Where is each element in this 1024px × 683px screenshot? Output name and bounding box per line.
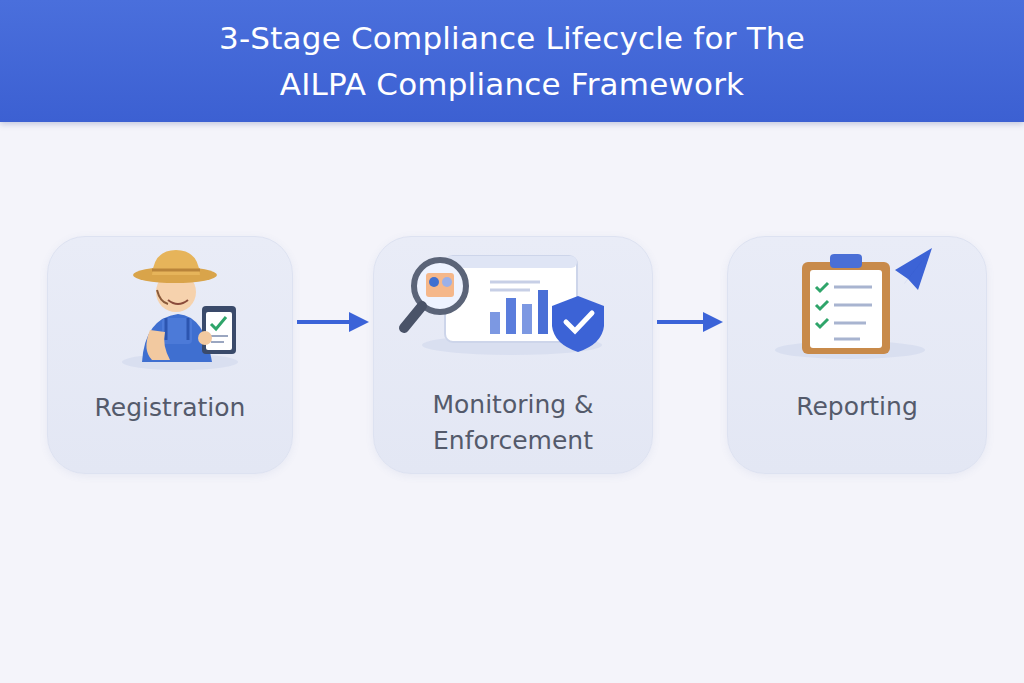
stage-label: Registration [48,390,292,426]
stage-label: Reporting [728,389,986,425]
monitoring-icon [404,256,604,355]
stage-box: Reporting [727,236,987,474]
flow-arrow [297,320,365,324]
farmer-icon [122,250,238,370]
stage-label: Monitoring & Enforcement [374,387,652,459]
stage-box: Registration [47,236,293,474]
stage-box: Monitoring & Enforcement [373,236,653,474]
reporting-icon [775,248,932,359]
title-band: 3-Stage Compliance Lifecycle for The AIL… [0,0,1024,122]
diagram-title: 3-Stage Compliance Lifecycle for The AIL… [192,15,832,107]
flow-arrow [657,320,719,324]
